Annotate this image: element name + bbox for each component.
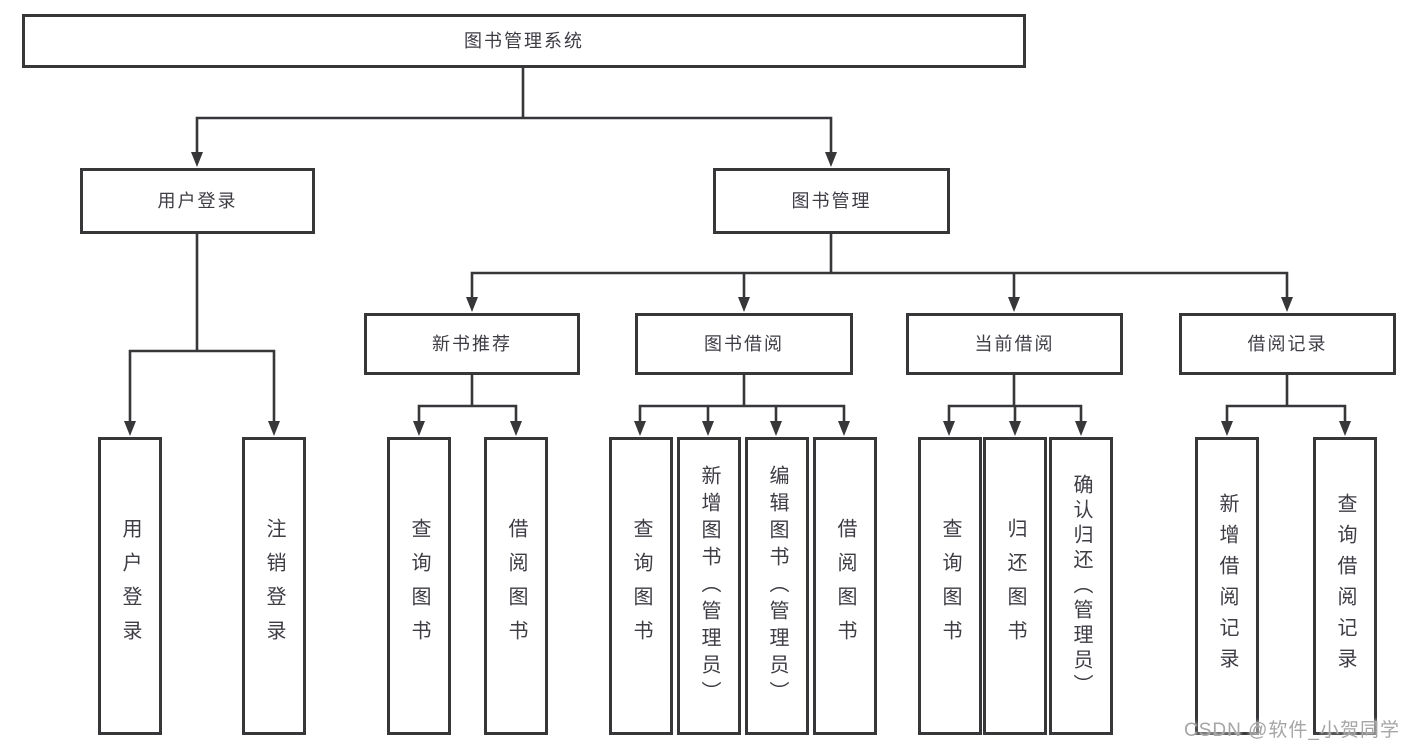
node-new-book-recommend-label: 新书推荐 xyxy=(432,334,512,354)
node-leaf-user-login: 用户登录 xyxy=(98,437,162,735)
node-current-borrow-label: 当前借阅 xyxy=(974,334,1055,354)
node-leaf-add-books-admin-label: 新增图书（管理员） xyxy=(698,464,720,708)
node-leaf-add-borrow-record-label: 新增借阅记录 xyxy=(1216,493,1238,679)
node-leaf-logout: 注销登录 xyxy=(242,437,306,735)
node-book-management-label: 图书管理 xyxy=(791,191,872,211)
node-leaf-user-login-label: 用户登录 xyxy=(119,518,141,654)
node-book-borrow: 图书借阅 xyxy=(635,313,853,375)
node-leaf-query-borrow-record: 查询借阅记录 xyxy=(1313,437,1377,735)
node-leaf-borrow-books-recommend-label: 借阅图书 xyxy=(505,518,527,654)
node-leaf-return-books-label: 归还图书 xyxy=(1004,518,1026,654)
node-leaf-borrow-books: 借阅图书 xyxy=(813,437,877,735)
node-leaf-confirm-return-admin: 确认归还（管理员） xyxy=(1049,437,1113,735)
node-leaf-borrow-books-recommend: 借阅图书 xyxy=(484,437,548,735)
node-book-borrow-label: 图书借阅 xyxy=(704,334,784,354)
node-leaf-query-books-borrow: 查询图书 xyxy=(609,437,673,735)
node-library-management-system-label: 图书管理系统 xyxy=(464,31,584,51)
node-leaf-add-books-admin: 新增图书（管理员） xyxy=(677,437,741,735)
node-user-login-label: 用户登录 xyxy=(157,191,238,211)
node-leaf-query-books-recommend-label: 查询图书 xyxy=(408,518,430,654)
node-book-management: 图书管理 xyxy=(713,168,950,234)
node-borrow-records: 借阅记录 xyxy=(1179,313,1396,375)
node-user-login: 用户登录 xyxy=(80,168,315,234)
node-leaf-logout-label: 注销登录 xyxy=(263,518,285,654)
node-borrow-records-label: 借阅记录 xyxy=(1247,334,1328,354)
node-leaf-return-books: 归还图书 xyxy=(983,437,1047,735)
node-leaf-query-books-current: 查询图书 xyxy=(918,437,982,735)
node-library-management-system: 图书管理系统 xyxy=(22,14,1026,68)
csdn-watermark: CSDN @软件_小贺同学 xyxy=(1184,720,1400,741)
node-leaf-edit-books-admin-label: 编辑图书（管理员） xyxy=(766,464,788,708)
node-leaf-query-borrow-record-label: 查询借阅记录 xyxy=(1334,493,1356,679)
node-new-book-recommend: 新书推荐 xyxy=(364,313,580,375)
node-leaf-query-books-current-label: 查询图书 xyxy=(939,518,961,654)
node-leaf-query-books-borrow-label: 查询图书 xyxy=(630,518,652,654)
node-leaf-query-books-recommend: 查询图书 xyxy=(387,437,451,735)
node-leaf-confirm-return-admin-label: 确认归还（管理员） xyxy=(1070,473,1092,699)
node-leaf-add-borrow-record: 新增借阅记录 xyxy=(1195,437,1259,735)
node-leaf-borrow-books-label: 借阅图书 xyxy=(834,518,856,654)
node-leaf-edit-books-admin: 编辑图书（管理员） xyxy=(745,437,809,735)
node-current-borrow: 当前借阅 xyxy=(906,313,1123,375)
